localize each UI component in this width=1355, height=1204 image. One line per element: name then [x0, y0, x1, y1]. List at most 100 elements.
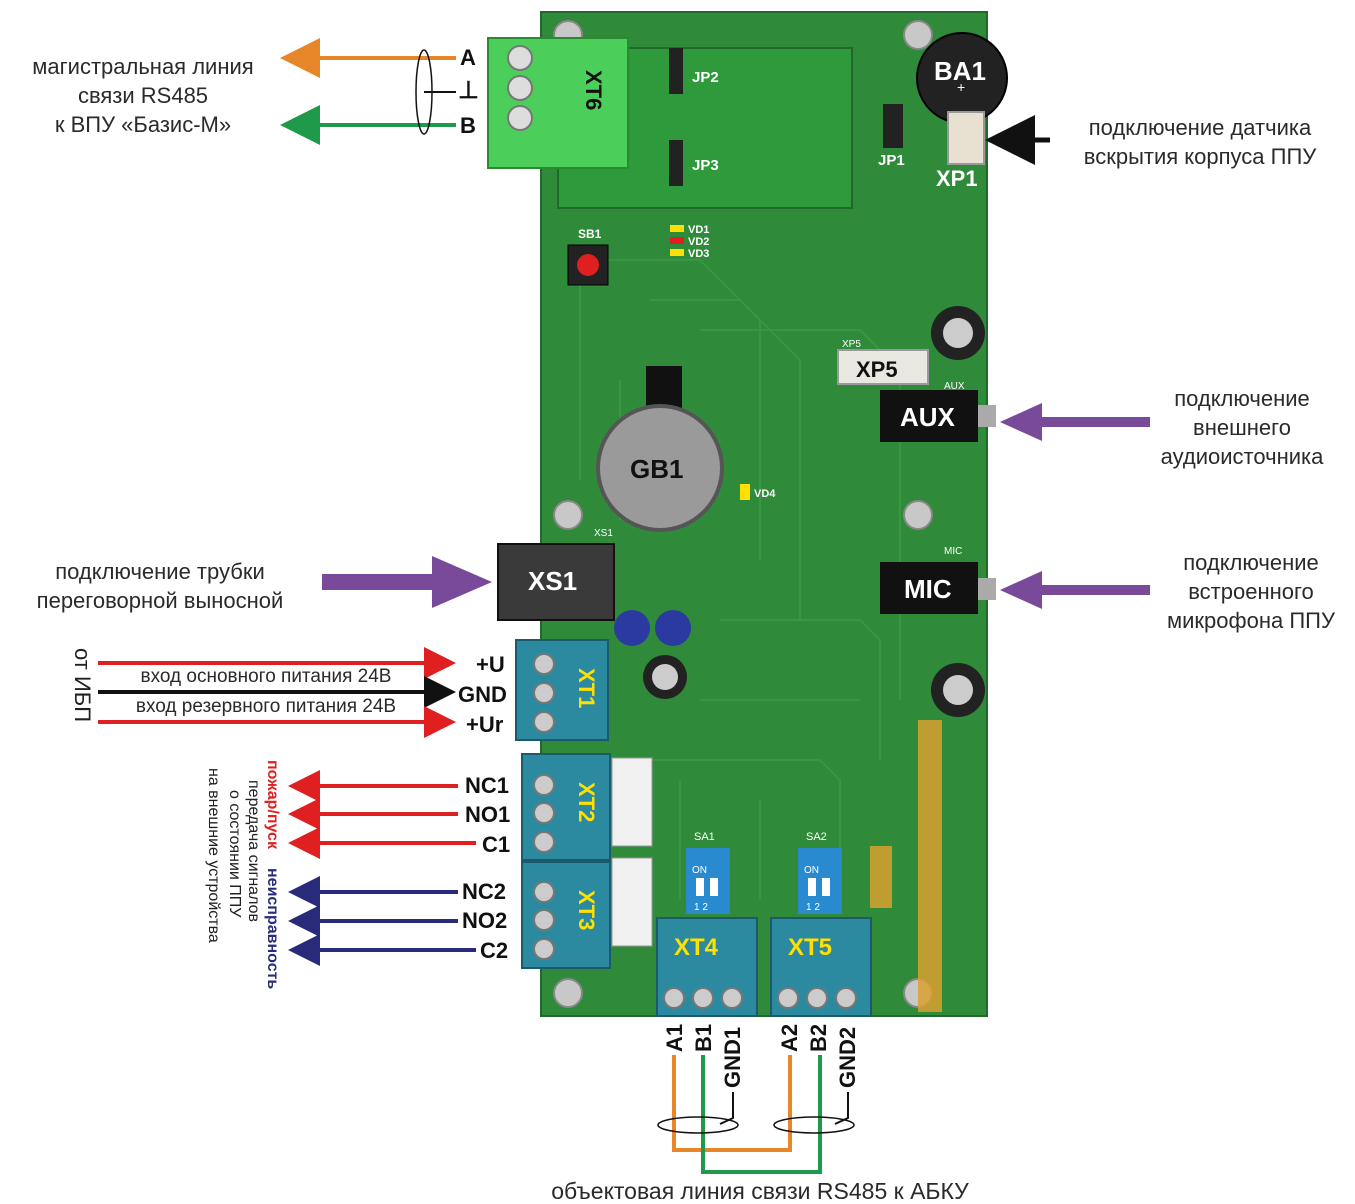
- vd4-label: VD4: [754, 488, 776, 500]
- arrow-mic: [1000, 571, 1150, 609]
- vd2-led: [670, 237, 684, 244]
- xt6-screw-gnd: [507, 75, 533, 101]
- vd1-label: VD1: [688, 224, 709, 236]
- xt1-terminal: [515, 639, 609, 741]
- rs485-main-line-3: к ВПУ «Базис-М»: [54, 112, 232, 137]
- tamper-line-1: подключение датчика: [1088, 115, 1312, 140]
- mic-in-line-1: подключение: [1183, 550, 1319, 575]
- sa1-switch-2: [710, 878, 718, 896]
- wire-object-gnd: [719, 1092, 849, 1125]
- xs1-small-label: XS1: [594, 528, 613, 539]
- wire-object-b: [701, 1055, 822, 1174]
- jp3-label: JP3: [692, 157, 719, 174]
- xt1-pin-gnd: GND: [458, 682, 507, 707]
- from-ups-label: от ИБП: [70, 648, 95, 723]
- sa1-dip-switch: [686, 848, 730, 914]
- xt6-screw-b: [507, 105, 533, 131]
- xt3-pin-c2: C2: [480, 938, 508, 963]
- power-main-label: вход основного питания 24В: [140, 666, 392, 687]
- xt3-label: XT3: [574, 890, 599, 930]
- relays: [611, 757, 653, 947]
- terminal-screws-left: [533, 653, 555, 960]
- vd1-led: [670, 225, 684, 232]
- fault-label: неисправность: [264, 868, 281, 990]
- vd3-label: VD3: [688, 248, 709, 260]
- xp1-label: XP1: [936, 166, 978, 191]
- xt6-pin-a: A: [460, 45, 476, 70]
- signals-label-2: о состоянии ППУ: [226, 790, 243, 918]
- aux-label: AUX: [900, 402, 956, 432]
- mic-label: MIC: [904, 574, 952, 604]
- sa2-on-label: ON: [804, 865, 819, 876]
- gb1-label: GB1: [630, 454, 683, 484]
- aux-in-line-1: подключение: [1174, 386, 1310, 411]
- xt4-pin-a1: A1: [662, 1024, 687, 1052]
- xt3-pin-no2: NO2: [462, 908, 507, 933]
- arrow-handset: [322, 556, 492, 608]
- xt5-pin-a2: A2: [777, 1024, 802, 1052]
- mic-jack-tip: [978, 578, 996, 600]
- mic-in-line-2: встроенного: [1188, 579, 1314, 604]
- rs485-main-line-1: магистральная линия: [32, 54, 254, 79]
- ba1-plus: +: [957, 79, 965, 95]
- sa2-pos-label: 1 2: [806, 902, 820, 913]
- sb1-label: SB1: [578, 227, 602, 241]
- handset-line-2: переговорной выносной: [36, 588, 284, 613]
- mic-in-line-3: микрофона ППУ: [1167, 608, 1335, 633]
- xt5-pin-gnd2: GND2: [835, 1027, 860, 1088]
- xt2-label: XT2: [574, 782, 599, 822]
- sa1-pos-label: 1 2: [694, 902, 708, 913]
- twisted-pair-mark-top: [415, 49, 433, 135]
- xt1-pin-ur: +Ur: [466, 712, 504, 737]
- ba1-label: BA1: [934, 56, 986, 86]
- mic-jack: [880, 562, 978, 614]
- vd3-led: [670, 249, 684, 256]
- xp1-connector: [947, 111, 985, 165]
- capacitors: [614, 306, 985, 717]
- aux-in-label: подключение внешнего аудиоисточника: [1142, 384, 1342, 471]
- xt6-screw-a: [507, 45, 533, 71]
- wire-object-a: [672, 1055, 792, 1152]
- vd4-led: [740, 484, 750, 500]
- jp1-jumper: [883, 104, 903, 148]
- xt1-label: XT1: [574, 668, 599, 708]
- xt3-pin-nc2: NC2: [462, 879, 506, 904]
- xt2-pin-c1: C1: [482, 832, 510, 857]
- xt4-label: XT4: [674, 934, 719, 961]
- xs1-jack: [497, 543, 615, 621]
- xt2-pin-nc1: NC1: [465, 773, 509, 798]
- xp5-small-label: XP5: [842, 339, 861, 350]
- xt2-pin-no1: NO1: [465, 802, 510, 827]
- xt6-label: XT6: [581, 70, 606, 110]
- xt5-pin-b2: B2: [806, 1024, 831, 1052]
- sb1-cap: [577, 254, 599, 276]
- mic-small-label: MIC: [944, 546, 962, 557]
- sa2-switch-1: [808, 878, 816, 896]
- pin-header: [870, 720, 942, 1012]
- xt4-pin-b1: B1: [691, 1024, 716, 1052]
- aux-jack-tip: [978, 405, 996, 427]
- vd2-label: VD2: [688, 236, 709, 248]
- power-reserve-label: вход резервного питания 24В: [135, 696, 397, 717]
- aux-in-line-2: внешнего: [1193, 415, 1291, 440]
- aux-small-label: AUX: [944, 381, 965, 392]
- xt6-pin-gnd: ⊥: [458, 77, 479, 104]
- xt5-label: XT5: [788, 934, 832, 961]
- sa1-on-label: ON: [692, 865, 707, 876]
- fire-label: пожар/пуск: [264, 760, 281, 849]
- xt4-pin-gnd1: GND1: [720, 1027, 745, 1088]
- handset-label: подключение трубки переговорной выносной: [10, 557, 310, 615]
- rs485-main-label: магистральная линия связи RS485 к ВПУ «Б…: [6, 52, 280, 139]
- sa2-label: SA2: [806, 831, 827, 843]
- sa2-dip-switch: [798, 848, 842, 914]
- handset-line-1: подключение трубки: [55, 559, 265, 584]
- xs1-label: XS1: [528, 566, 577, 596]
- signals-label-3: на внешние устройства: [205, 768, 222, 943]
- tamper-label: подключение датчика вскрытия корпуса ППУ: [1052, 113, 1348, 171]
- sa1-label: SA1: [694, 831, 715, 843]
- jp2-jumper: [669, 48, 683, 94]
- sa1-switch-1: [696, 878, 704, 896]
- jp3-jumper: [669, 140, 683, 186]
- mic-in-label: подключение встроенного микрофона ППУ: [1148, 548, 1354, 635]
